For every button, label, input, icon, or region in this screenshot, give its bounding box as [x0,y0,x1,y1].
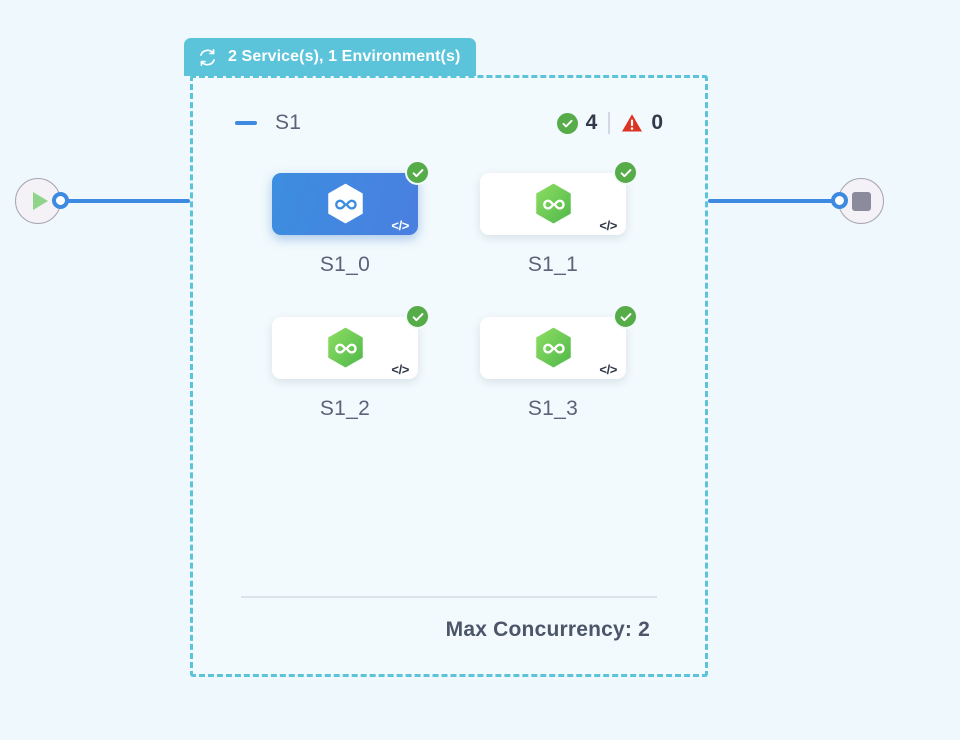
end-node-input-port[interactable] [831,192,848,209]
start-node-output-port[interactable] [52,192,69,209]
service-node-card[interactable]: </> [272,317,418,379]
check-circle-icon [613,304,638,329]
group-header: S1 4 [193,106,705,140]
hexagon-loop-icon [533,182,574,227]
node-cell: </> S1_0 [241,160,449,277]
hexagon-loop-icon [325,182,366,227]
code-icon[interactable]: </> [599,362,617,377]
check-circle-icon [613,160,638,185]
node-cell: </> S1_2 [241,304,449,421]
group-tab[interactable]: 2 Service(s), 1 Environment(s) [184,38,477,76]
node-label: S1_3 [527,397,579,420]
stop-icon [851,191,871,211]
warning-triangle-icon [621,113,643,133]
node-label: S1_2 [319,397,371,420]
edge-group-to-end [708,199,840,203]
status-error: 0 [621,111,663,135]
node-grid: </> S1_0 [193,160,705,421]
minus-icon[interactable] [235,121,257,125]
loop-icon [197,47,218,68]
hexagon-loop-icon [533,326,574,371]
max-concurrency-label: Max Concurrency: 2 [445,618,650,641]
check-circle-icon [556,112,578,134]
service-node-card[interactable]: </> [480,317,626,379]
group-tab-label: 2 Service(s), 1 Environment(s) [228,48,461,65]
node-card-wrapper: </> [480,160,638,235]
group-footer: Max Concurrency: 2 [241,596,657,642]
node-card-wrapper: </> [480,304,638,379]
status-error-count: 0 [651,111,663,134]
status-divider [608,112,611,134]
check-circle-icon [405,304,430,329]
status-success-count: 4 [585,111,598,134]
code-icon[interactable]: </> [391,362,409,377]
edge-start-to-group [62,199,190,203]
service-group-container[interactable]: S1 4 [190,75,708,677]
node-card-wrapper: </> [272,304,430,379]
status-success: 4 [556,111,598,135]
node-cell: </> S1_1 [449,160,657,277]
node-card-wrapper: </> [272,160,430,235]
footer-divider [241,596,657,598]
hexagon-loop-icon [325,326,366,371]
code-icon[interactable]: </> [599,218,617,233]
node-label: S1_0 [319,253,371,276]
check-circle-icon [405,160,430,185]
group-title: S1 [275,111,302,134]
service-node-card[interactable]: </> [480,173,626,235]
status-cluster: 4 0 [556,111,663,135]
node-label: S1_1 [527,253,579,276]
node-cell: </> S1_3 [449,304,657,421]
service-node-card[interactable]: </> [272,173,418,235]
code-icon[interactable]: </> [391,218,409,233]
play-icon [33,192,48,210]
